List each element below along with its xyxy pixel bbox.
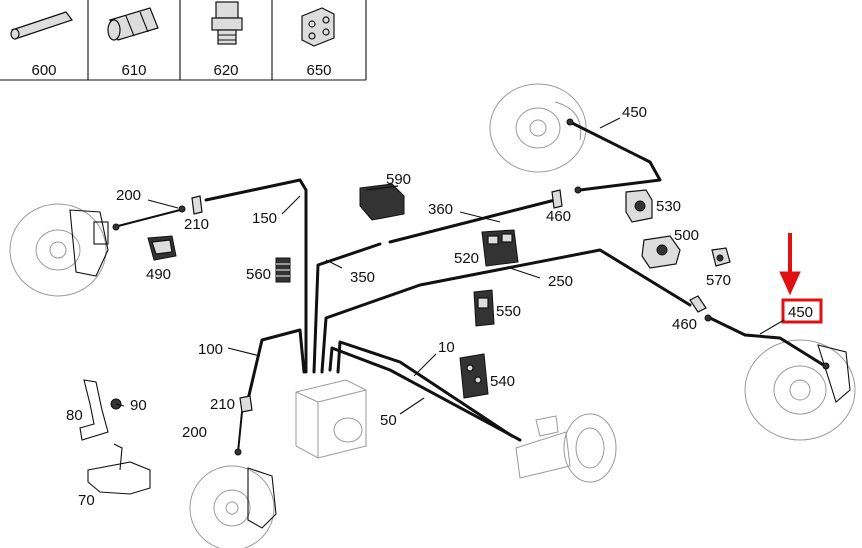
brake-line-200-low xyxy=(237,411,243,453)
line-fittings xyxy=(112,118,830,456)
callout-360: 360 xyxy=(428,201,453,218)
callout-490: 490 xyxy=(146,266,171,283)
clip-570 xyxy=(711,247,731,267)
callout-520: 520 xyxy=(454,250,479,267)
callout-50: 50 xyxy=(380,412,397,429)
fitting-icon xyxy=(211,1,243,45)
legend-label-610: 610 xyxy=(121,62,146,79)
bracket-550 xyxy=(473,289,495,327)
brake-booster-master-cylinder xyxy=(515,413,617,483)
callout-labels: 450 530 590 360 460 200 210 150 490 500 … xyxy=(66,104,813,509)
callout-200-low: 200 xyxy=(182,424,207,441)
brake-disc-bottom-right xyxy=(744,339,856,441)
brake-line-100 xyxy=(244,328,306,410)
legend-label-600: 600 xyxy=(31,62,56,79)
bracket-540 xyxy=(459,353,489,399)
callout-150: 150 xyxy=(252,210,277,227)
brake-line-50 xyxy=(336,340,514,438)
callout-250: 250 xyxy=(548,273,573,290)
clip-460-top xyxy=(551,189,563,209)
holder-500 xyxy=(641,235,681,269)
bolt-90 xyxy=(110,398,125,410)
brake-line-200-top xyxy=(117,209,181,227)
brake-line-360 xyxy=(388,198,557,244)
brake-disc-bottom-left xyxy=(189,465,277,548)
brake-line-450-top xyxy=(568,120,662,192)
callout-460-right: 460 xyxy=(672,316,697,333)
legend-label-650: 650 xyxy=(306,62,331,79)
callout-210-low: 210 xyxy=(210,396,235,413)
callout-100: 100 xyxy=(198,341,223,358)
highlight-box-450 xyxy=(781,298,823,324)
parts-legend-table: 600 610 620 650 xyxy=(0,0,367,81)
brake-line-450-right xyxy=(708,316,827,368)
clip-460-right xyxy=(689,295,707,313)
bracket-block-icon xyxy=(301,7,335,47)
callout-540: 540 xyxy=(490,373,515,390)
callout-80: 80 xyxy=(66,407,83,424)
callout-450-highlighted: 450 xyxy=(788,304,813,321)
callout-460-top: 460 xyxy=(546,208,571,225)
callout-560: 560 xyxy=(246,266,271,283)
clip-490 xyxy=(147,235,177,261)
callout-350: 350 xyxy=(350,269,375,286)
brake-disc-top-right xyxy=(489,83,587,173)
brake-disc-left xyxy=(9,203,109,297)
callout-200-top: 200 xyxy=(116,187,141,204)
leader-lines xyxy=(147,117,785,415)
brake-line-150 xyxy=(204,178,308,374)
clip-210-top xyxy=(191,195,203,215)
callout-590: 590 xyxy=(386,171,411,188)
brake-line-350 xyxy=(312,242,382,374)
callout-550: 550 xyxy=(496,303,521,320)
callout-210-top: 210 xyxy=(184,216,209,233)
legend-label-620: 620 xyxy=(213,62,238,79)
callout-450-top: 450 xyxy=(622,104,647,121)
callout-530: 530 xyxy=(656,198,681,215)
bracket-80 xyxy=(79,379,109,441)
bracket-520 xyxy=(481,229,519,267)
abs-hydraulic-unit xyxy=(295,379,367,459)
holder-530 xyxy=(625,189,653,223)
clip-210-low xyxy=(239,395,253,413)
brake-lines xyxy=(117,120,827,453)
clip-560 xyxy=(275,257,291,283)
callout-10: 10 xyxy=(438,339,455,356)
coupling-nut-icon xyxy=(107,7,159,41)
highlight-arrow xyxy=(779,233,801,296)
callout-70: 70 xyxy=(78,492,95,509)
bracket-590 xyxy=(359,183,405,221)
callout-90: 90 xyxy=(130,397,147,414)
callout-570: 570 xyxy=(706,272,731,289)
tube-nut-icon xyxy=(10,11,73,40)
brake-line-250 xyxy=(320,248,692,374)
brake-line-10 xyxy=(328,346,522,442)
bracket-70 xyxy=(87,443,151,495)
callout-500: 500 xyxy=(674,227,699,244)
